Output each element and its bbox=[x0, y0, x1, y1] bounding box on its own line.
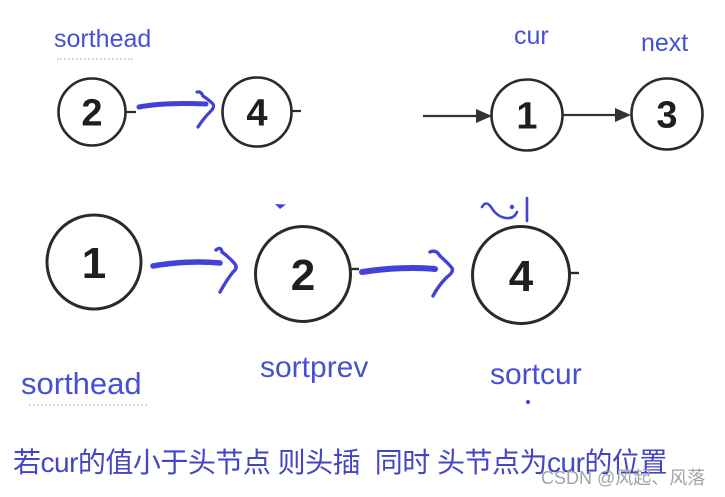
csdn-watermark: CSDN @风起、风落 bbox=[541, 468, 706, 488]
pointer-label-cur: cur bbox=[514, 22, 549, 50]
pointer-label-next: next bbox=[641, 29, 689, 57]
node-circle-2-top bbox=[57, 77, 127, 147]
pen-dot bbox=[526, 400, 530, 404]
hand-arrow-head bbox=[214, 246, 238, 294]
pointer-label-sorthead-bottom: sorthead bbox=[21, 366, 142, 401]
node-circle-4-top bbox=[221, 76, 293, 148]
hand-arrow-shaft bbox=[150, 259, 223, 269]
pen-squiggle bbox=[480, 202, 519, 220]
node-value-4-top: 4 bbox=[246, 93, 267, 135]
pen-tick-mark bbox=[275, 204, 286, 209]
faded-underline-artifact bbox=[29, 404, 147, 406]
hand-arrow-head bbox=[195, 90, 216, 129]
node-value-4-mid: 4 bbox=[509, 252, 534, 301]
node-value-2-mid: 2 bbox=[291, 251, 315, 300]
node-value-2-top: 2 bbox=[81, 93, 102, 135]
pointer-label-sortprev: sortprev bbox=[260, 351, 369, 384]
next-arrow-head bbox=[615, 108, 631, 122]
node-circle-3-top bbox=[630, 77, 704, 151]
pen-dot bbox=[509, 204, 515, 210]
node-circle-1-mid bbox=[45, 213, 143, 311]
incoming-arrow-head bbox=[476, 109, 492, 123]
caption-text: 若cur的值小于头节点 则头插 同时 头节点为cur的位置 bbox=[13, 447, 667, 478]
hand-arrow-shaft bbox=[359, 265, 438, 275]
node-value-3-top: 3 bbox=[656, 95, 677, 137]
node-circle-1-top bbox=[490, 78, 564, 152]
node-value-1-mid: 1 bbox=[82, 239, 106, 288]
pointer-label-sortcur: sortcur bbox=[490, 358, 582, 391]
hand-arrow-shaft bbox=[136, 100, 209, 110]
node-value-1-top: 1 bbox=[516, 96, 537, 138]
node-circle-2-mid bbox=[254, 225, 352, 323]
hand-arrow-head bbox=[428, 249, 455, 298]
faded-underline-artifact bbox=[57, 58, 133, 60]
node-circle-4-mid bbox=[471, 225, 571, 325]
pointer-label-sorthead-top: sorthead bbox=[54, 25, 152, 53]
